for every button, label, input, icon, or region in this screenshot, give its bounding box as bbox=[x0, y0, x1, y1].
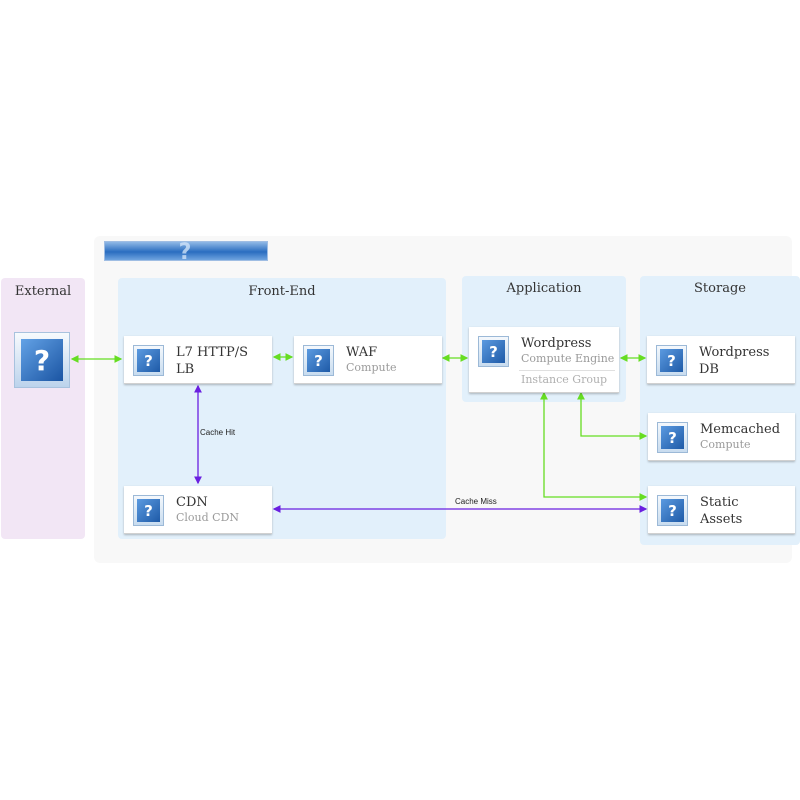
node-lb[interactable]: ? L7 HTTP/S LB bbox=[124, 336, 272, 384]
unknown-icon: ? bbox=[656, 345, 687, 376]
edge-wordpress-static bbox=[540, 391, 648, 501]
edge-wordpress-memcached bbox=[577, 391, 648, 440]
unknown-icon: ? bbox=[657, 422, 688, 453]
unknown-icon: ? bbox=[133, 495, 164, 526]
zone-title: Application bbox=[506, 281, 582, 296]
unknown-icon: ? bbox=[178, 241, 194, 261]
node-title: WAF bbox=[346, 345, 378, 360]
node-footer: Instance Group bbox=[521, 373, 608, 386]
node-static-assets[interactable]: ? Static Assets bbox=[648, 486, 795, 534]
unknown-icon: ? bbox=[303, 345, 334, 376]
zone-title: Storage bbox=[694, 281, 746, 296]
icon-glyph: ? bbox=[660, 349, 683, 372]
unknown-icon: ? bbox=[657, 495, 688, 526]
unknown-icon: ? bbox=[21, 339, 63, 381]
icon-glyph: ? bbox=[661, 499, 684, 522]
node-title: L7 HTTP/S LB bbox=[176, 344, 248, 378]
node-title-line: Wordpress bbox=[699, 345, 770, 360]
icon-glyph: ? bbox=[661, 426, 684, 449]
icon-glyph: ? bbox=[137, 499, 160, 522]
node-cdn[interactable]: ? CDN Cloud CDN bbox=[124, 486, 272, 534]
icon-glyph: ? bbox=[137, 349, 160, 372]
icon-glyph: ? bbox=[482, 340, 505, 363]
zone-title: Front-End bbox=[248, 284, 316, 299]
node-title-line: L7 HTTP/S bbox=[176, 345, 248, 360]
node-memcached[interactable]: ? Memcached Compute bbox=[648, 413, 795, 461]
node-subtitle: Compute Engine bbox=[521, 352, 615, 365]
node-title: Wordpress DB bbox=[699, 344, 769, 378]
zone-title: External bbox=[14, 284, 72, 299]
unknown-icon: ? bbox=[133, 345, 164, 376]
node-title: Wordpress bbox=[521, 336, 592, 351]
node-title-line: DB bbox=[699, 362, 719, 377]
node-title: Static Assets bbox=[700, 494, 742, 528]
unknown-icon: ? bbox=[478, 336, 509, 367]
edge-label-cache-miss: Cache Miss bbox=[455, 497, 497, 506]
node-title-line: LB bbox=[176, 362, 195, 377]
node-title: CDN bbox=[176, 495, 208, 510]
divider bbox=[519, 370, 615, 371]
icon-glyph: ? bbox=[307, 349, 330, 372]
zone-external: External bbox=[1, 278, 85, 539]
node-wordpress-db[interactable]: ? Wordpress DB bbox=[647, 336, 795, 384]
node-title-line: Assets bbox=[700, 512, 743, 527]
node-wordpress[interactable]: ? Wordpress Compute Engine Instance Grou… bbox=[469, 327, 619, 393]
node-subtitle: Compute bbox=[346, 361, 397, 374]
node-subtitle: Cloud CDN bbox=[176, 511, 240, 524]
edge-label-cache-hit: Cache Hit bbox=[200, 428, 236, 437]
node-title: Memcached bbox=[700, 422, 781, 437]
node-subtitle: Compute bbox=[700, 438, 751, 451]
node-title-line: Static bbox=[700, 495, 739, 510]
project-banner: ? bbox=[104, 241, 268, 261]
external-node[interactable]: ? bbox=[14, 332, 70, 388]
node-waf[interactable]: ? WAF Compute bbox=[294, 336, 442, 384]
